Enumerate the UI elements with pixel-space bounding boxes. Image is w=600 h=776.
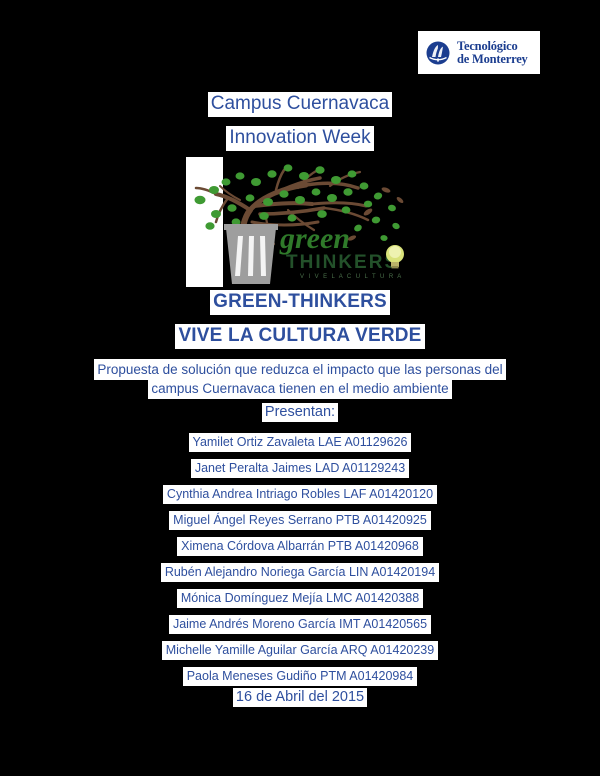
project-title: GREEN-THINKERS [0,290,600,315]
logo-wordmark: Tecnológico de Monterrey [457,38,528,66]
document-date: 16 de Abril del 2015 [0,688,600,707]
description-line-2: campus Cuernavaca tienen en el medio amb… [0,378,600,399]
project-slogan-text: VIVE LA CULTURA VERDE [175,324,425,349]
monterrey-emblem-icon [425,40,451,66]
presenter-row: Jaime Andrés Moreno García IMT A01420565 [0,615,600,634]
project-title-text: GREEN-THINKERS [210,290,390,315]
presenters-heading: Presentan: [0,403,600,422]
tecnologico-de-monterrey-logo: Tecnológico de Monterrey [418,31,540,74]
presenters-heading-text: Presentan: [261,403,339,422]
tree-bin-artwork: green THINKERS V I V E L A C U L T U R A [194,164,404,284]
trash-bin [224,224,278,284]
project-slogan: VIVE LA CULTURA VERDE [0,324,600,349]
presenter-row: Michelle Yamille Aguilar García ARQ A014… [0,641,600,660]
thinkers-subtext: V I V E L A C U L T U R A [300,274,403,280]
event-heading-text: Innovation Week [226,126,374,151]
green-script-text: green [279,222,350,255]
logo-line-2: de Monterrey [457,51,528,66]
presenter-row: Miguel Ángel Reyes Serrano PTB A01420925 [0,511,600,530]
presenter-row: Cynthia Andrea Intriago Robles LAF A0142… [0,485,600,504]
logo-line-1: Tecnológico [457,38,518,53]
presenter-row: Paola Meneses Gudiño PTM A01420984 [0,667,600,686]
campus-heading-text: Campus Cuernavaca [207,92,393,117]
presenter-row: Mónica Domínguez Mejía LMC A01420388 [0,589,600,608]
presenter-row: Yamilet Ortiz Zavaleta LAE A01129626 [0,433,600,452]
green-thinkers-illustration: green THINKERS V I V E L A C U L T U R A [180,152,420,288]
description-line-1: Propuesta de solución que reduzca el imp… [0,359,600,380]
event-heading: Innovation Week [0,126,600,151]
presenter-row: Janet Peralta Jaimes LAD A01129243 [0,459,600,478]
lightbulb-icon [386,245,404,269]
campus-heading: Campus Cuernavaca [0,92,600,117]
document-date-text: 16 de Abril del 2015 [232,688,368,707]
presenter-row: Ximena Córdova Albarrán PTB A01420968 [0,537,600,556]
presenter-row: Rubén Alejandro Noriega García LIN A0142… [0,563,600,582]
thinkers-block-text: THINKERS [286,252,399,273]
